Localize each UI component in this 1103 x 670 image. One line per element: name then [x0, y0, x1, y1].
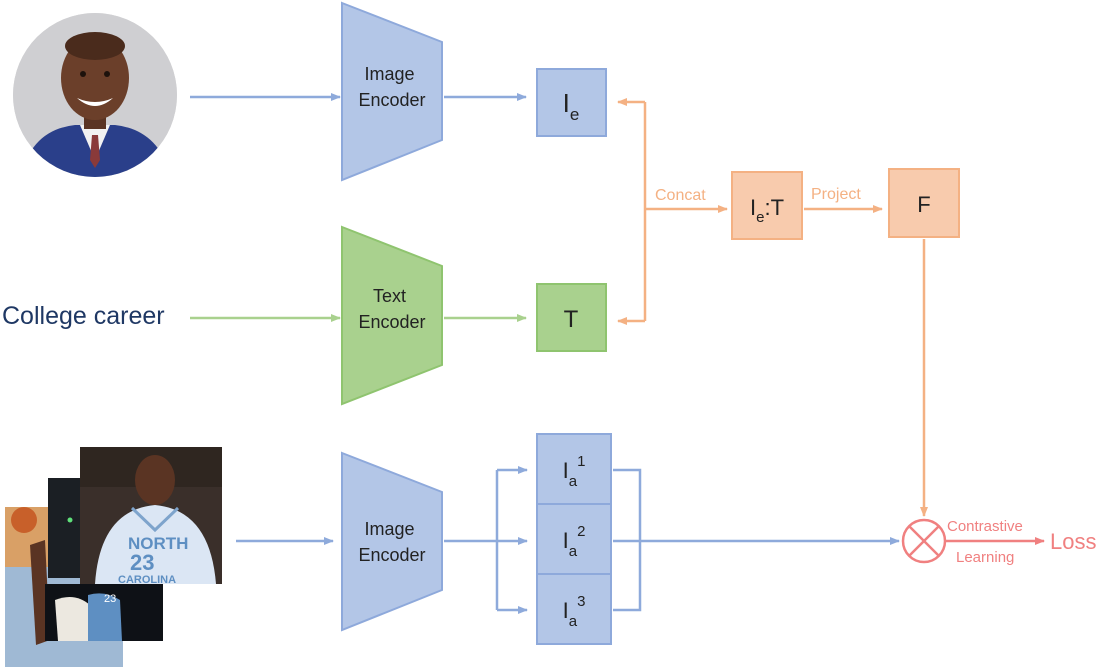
- player-photos-stack: 23 NORTH 23 CAROLINA: [5, 447, 222, 667]
- f-box: F: [888, 168, 960, 238]
- loss-label: Loss: [1050, 529, 1096, 554]
- ia3-box: Ia 3: [536, 573, 612, 645]
- text-encoder-line2: Encoder: [358, 312, 425, 332]
- t-label: T: [564, 306, 579, 333]
- f-label: F: [917, 192, 930, 217]
- ia3-base: I: [563, 598, 569, 623]
- image-encoder-top: Image Encoder: [341, 1, 443, 182]
- image-encoder-top-line2: Encoder: [358, 90, 425, 110]
- ia2-sub: a: [569, 543, 578, 560]
- image-encoder-bottom-line1: Image: [364, 519, 414, 539]
- ia1-sup: 1: [577, 453, 585, 470]
- svg-text:Ie: Ie: [563, 88, 580, 124]
- ie-t-box: Ie:T: [731, 171, 803, 240]
- svg-text:Ia1: Ia 1: [563, 453, 586, 490]
- input-text: College career: [2, 302, 165, 330]
- ia3-sub: a: [569, 613, 578, 630]
- ie-t-sub: e: [756, 209, 764, 226]
- ia-merge-bracket: [613, 468, 900, 612]
- ia1-sub: a: [569, 473, 578, 490]
- image-encoder-bottom: Image Encoder: [341, 451, 443, 632]
- ie-t-base: I: [750, 195, 756, 220]
- text-encoder-line1: Text: [373, 286, 406, 306]
- portrait-photo: [13, 13, 177, 177]
- project-label: Project: [811, 186, 861, 203]
- concat-label: Concat: [655, 187, 706, 204]
- svg-text:Ia2: Ia 2: [563, 523, 586, 560]
- jersey-number: 23: [130, 550, 154, 575]
- ia2-box: Ia 2: [536, 503, 612, 575]
- svg-text:Image Encoder: Image Encoder: [358, 64, 425, 110]
- ia1-base: I: [563, 458, 569, 483]
- ie-sub: e: [570, 105, 579, 124]
- ia3-sup: 3: [577, 593, 585, 610]
- learning-label: Learning: [956, 549, 1014, 566]
- ia2-sup: 2: [577, 523, 585, 540]
- svg-text:Image Encoder: Image Encoder: [358, 519, 425, 565]
- ie-box: Ie: [536, 68, 607, 137]
- jersey-team: NORTH: [128, 534, 188, 553]
- jersey-team2: CAROLINA: [118, 574, 176, 586]
- text-encoder: Text Encoder: [341, 225, 443, 406]
- svg-text:Ie:T: Ie:T: [750, 195, 784, 226]
- small-jersey-number: 23: [104, 593, 116, 605]
- concat-bracket: [617, 98, 728, 325]
- svg-text:Ia3: Ia 3: [563, 593, 586, 630]
- ie-base: I: [563, 88, 570, 118]
- svg-text:Text Encoder: Text Encoder: [358, 286, 425, 332]
- ie-t-rest: :T: [764, 195, 784, 220]
- ia1-box: Ia 1: [536, 433, 612, 505]
- image-encoder-top-line1: Image: [364, 64, 414, 84]
- contrastive-node-icon: [901, 518, 947, 564]
- fanout-arrows: [444, 466, 528, 614]
- image-encoder-bottom-line2: Encoder: [358, 545, 425, 565]
- contrastive-label: Contrastive: [947, 518, 1023, 535]
- ia2-base: I: [563, 528, 569, 553]
- t-box: T: [536, 283, 607, 352]
